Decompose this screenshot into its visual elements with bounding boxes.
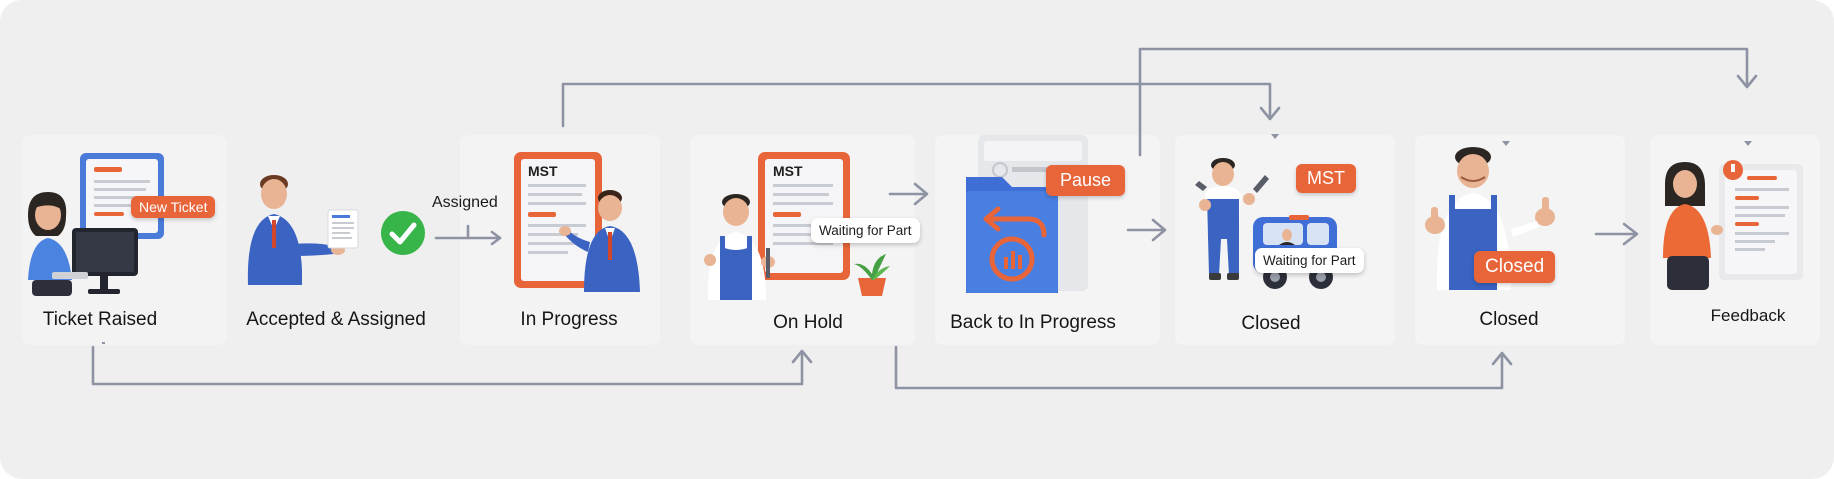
stage-label-accepted-assigned: Accepted & Assigned [246, 309, 426, 330]
waiting-for-part-truck-bubble: Waiting for Part [1255, 248, 1364, 273]
arrow-on-hold-to-back [1126, 218, 1167, 242]
stage-label-closed-2: Closed [1479, 309, 1539, 330]
stage-label-back-to-in-progress: Back to In Progress [950, 312, 1116, 333]
woman-with-document-icon [1655, 158, 1815, 298]
new-ticket-tag: New Ticket [131, 196, 216, 218]
waiting-for-part-bubble: Waiting for Part [811, 218, 920, 243]
arrowhead-down-closed [1259, 106, 1281, 121]
svg-text:MST: MST [773, 163, 803, 179]
marker-3 [1744, 141, 1752, 146]
woman-at-computer-icon [22, 150, 227, 300]
folder-with-return-arrow-icon [962, 135, 1090, 295]
plant-icon [852, 252, 892, 282]
arrowhead-assigned [490, 230, 502, 246]
checkmark-icon [380, 210, 426, 256]
connector-on-hold-to-closed [894, 345, 1504, 390]
mst-tag: MST [1296, 164, 1356, 193]
mechanic-with-document-icon: MST [700, 150, 910, 300]
stage-label-closed-1: Closed [1241, 313, 1301, 334]
assigned-label: Assigned [432, 194, 498, 211]
marker-2 [1502, 141, 1510, 146]
connector-back-to-feedback [1138, 47, 1749, 157]
connector-in-progress-to-closed [561, 82, 1272, 128]
marker-1 [1271, 134, 1279, 139]
closed-tag: Closed [1474, 251, 1556, 283]
pause-tag: Pause [1046, 165, 1126, 196]
arrowhead-up-closed [1491, 351, 1513, 366]
arrowhead-down-feedback [1736, 74, 1758, 89]
businessman-with-document-icon [238, 170, 368, 290]
arrowhead-up-on-hold [791, 349, 813, 364]
document-with-businessman-icon: MST [512, 150, 647, 292]
stage-label-on-hold: On Hold [773, 312, 843, 333]
connector-ticket-to-on-hold [91, 345, 804, 386]
stage-label-ticket-raised: Ticket Raised [42, 309, 158, 330]
stage-label-feedback: Feedback [1710, 306, 1786, 325]
arrow-closed-to-feedback [1594, 222, 1639, 246]
arrow-in-progress-to-on-hold [888, 182, 929, 206]
svg-text:MST: MST [528, 163, 558, 179]
stage-label-in-progress: In Progress [520, 309, 618, 330]
marker-4 [102, 342, 105, 344]
